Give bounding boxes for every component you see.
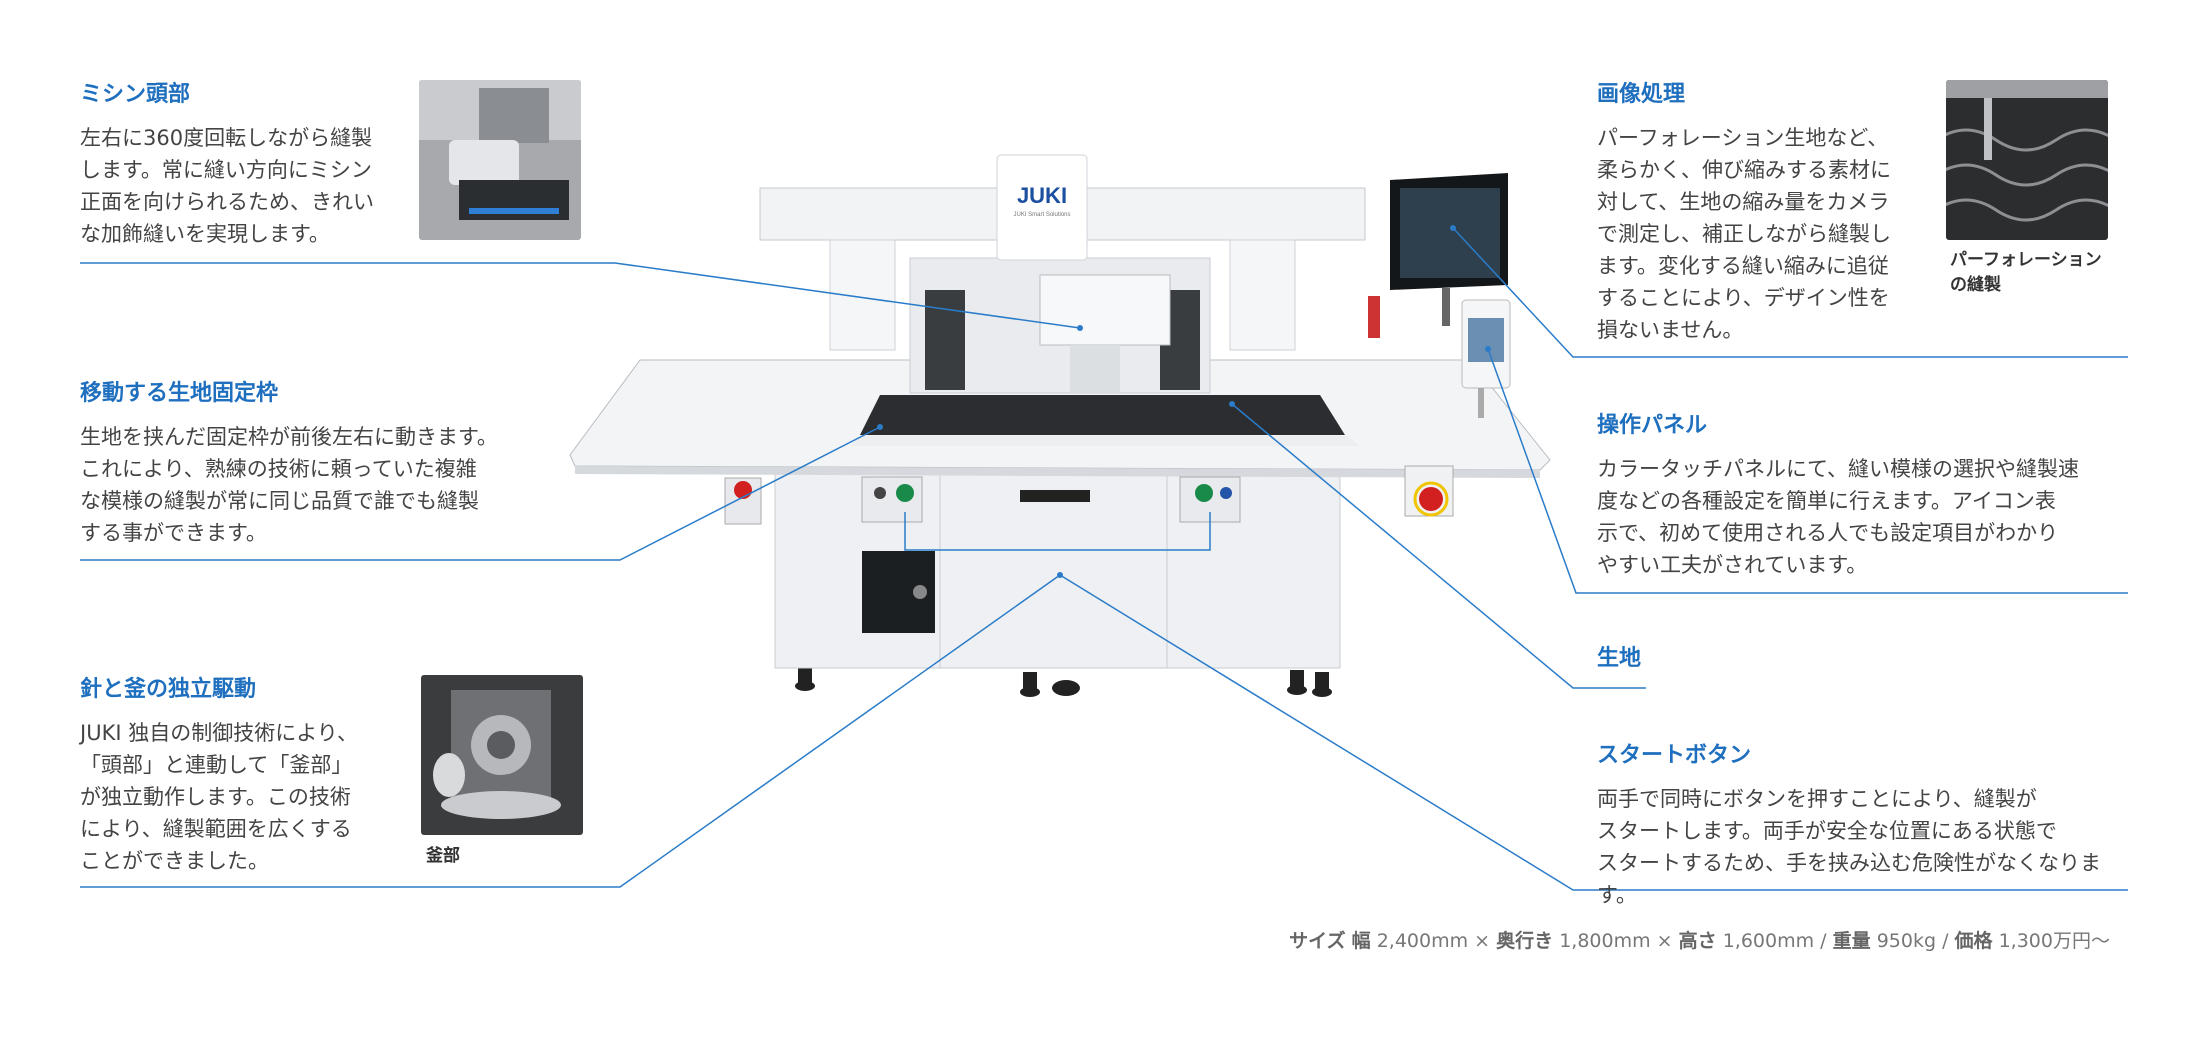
desc-line: やすい工夫がされています。 — [1597, 553, 1868, 577]
machine-feet — [795, 664, 1332, 697]
desc-line: することにより、デザイン性を — [1597, 286, 1890, 310]
callout-line-frame — [80, 426, 881, 561]
feature-drive-title: 針と釜の独立駆動 — [80, 677, 257, 702]
machine-table — [569, 359, 1551, 478]
desc-line: な模様の縫製が常に同じ品質で誰でも縫製 — [80, 489, 479, 513]
machine-cabinet — [774, 454, 1341, 669]
callout-line-head — [80, 262, 1081, 329]
feature-start-title: スタートボタン — [1597, 743, 1752, 768]
caption-line: パーフォレーション — [1950, 250, 2102, 270]
desc-line: な加飾縫いを実現します。 — [80, 222, 330, 246]
desc-line: ことができました。 — [80, 849, 269, 873]
feature-fabric-title: 生地 — [1597, 646, 1642, 671]
spec-width-label: 幅 — [1351, 930, 1371, 952]
spec-size-label: サイズ — [1289, 930, 1346, 952]
feature-head-desc: 左右に360度回転しながら縫製 します。常に縫い方向にミシン 正面を向けられるた… — [80, 122, 410, 250]
spec-depth-value: 1,800mm — [1559, 930, 1651, 952]
desc-line: パーフォレーション生地など、 — [1597, 126, 1889, 150]
feature-frame-desc: 生地を挟んだ固定枠が前後左右に動きます。 これにより、熟練の技術に頼っていた複雑… — [80, 421, 550, 549]
desc-line: 対して、生地の縮み量をカメラ — [1597, 190, 1890, 214]
feature-panel: 操作パネル カラータッチパネルにて、縫い模様の選択や縫製速 度などの各種設定を簡… — [1597, 407, 2117, 581]
feature-panel-desc: カラータッチパネルにて、縫い模様の選択や縫製速 度などの各種設定を簡単に行えます… — [1597, 453, 2117, 581]
spec-times-sign: × — [1474, 930, 1491, 952]
desc-line: スタートするため、手を挟み込む危険性がなくなります。 — [1597, 851, 2101, 907]
callout-line-drive — [80, 574, 1061, 888]
feature-fabric: 生地 — [1597, 640, 1641, 672]
desc-line: 生地を挟んだ固定枠が前後左右に動きます。 — [80, 425, 498, 449]
hook-photo — [421, 675, 583, 835]
callout-line-start-buttons — [904, 512, 1211, 551]
perforation-photo — [1946, 80, 2108, 240]
spec-price-label: 価格 — [1954, 930, 1993, 952]
juki-head-cover: JUKI JUKI Smart Solutions — [996, 154, 1088, 261]
callout-lines — [80, 225, 2128, 891]
head-photo — [419, 80, 581, 240]
desc-line: 示で、初めて使用される人でも設定項目がわかり — [1597, 521, 2059, 545]
feature-image-desc: パーフォレーション生地など、 柔らかく、伸び縮みする素材に 対して、生地の縮み量… — [1597, 122, 1937, 346]
desc-line: 「頭部」と連動して「釜部」 — [80, 753, 353, 777]
desc-line: 左右に360度回転しながら縫製 — [80, 126, 373, 150]
spec-weight-label: 重量 — [1832, 930, 1871, 952]
callout-line-image — [1452, 227, 2128, 358]
juki-logo: JUKI — [1017, 183, 1067, 208]
desc-line: ます。変化する縫い縮みに追従 — [1597, 254, 1889, 278]
feature-head-title: ミシン頭部 — [80, 82, 191, 107]
desc-line: します。常に縫い方向にミシン — [80, 158, 372, 182]
desc-line: 正面を向けられるため、きれい — [80, 190, 374, 214]
caption-line: の縫製 — [1950, 275, 2001, 295]
desc-line: 度などの各種設定を簡単に行えます。アイコン表 — [1597, 489, 2056, 513]
operation-panel — [1461, 299, 1511, 418]
spec-separator: / — [1942, 930, 1949, 952]
desc-line: が独立動作します。この技術 — [80, 785, 351, 809]
feature-drive-desc: JUKI 独自の制御技術により、 「頭部」と連動して「釜部」 が独立動作します。… — [80, 717, 410, 877]
spec-price-value: 1,300万円〜 — [1998, 930, 2110, 952]
perforation-caption: パーフォレーション の縫製 — [1950, 248, 2102, 298]
feature-start-desc: 両手で同時にボタンを押すことにより、縫製が スタートします。両手が安全な位置にあ… — [1597, 783, 2137, 911]
spec-height-label: 高さ — [1678, 930, 1717, 952]
emergency-stops — [724, 465, 1454, 525]
desc-line: で測定し、補正しながら縫製し — [1597, 222, 1891, 246]
desc-line: 両手で同時にボタンを押すことにより、縫製が — [1597, 787, 2037, 811]
spec-times-sign: × — [1656, 930, 1673, 952]
feature-image: 画像処理 パーフォレーション生地など、 柔らかく、伸び縮みする素材に 対して、生… — [1597, 76, 1937, 346]
feature-image-title: 画像処理 — [1597, 82, 1686, 107]
feature-frame-title: 移動する生地固定枠 — [80, 381, 279, 406]
desc-line: する事ができます。 — [80, 521, 267, 545]
desc-line: スタートします。両手が安全な位置にある状態で — [1597, 819, 2057, 843]
desc-line: これにより、熟練の技術に頼っていた複雑 — [80, 457, 477, 481]
desc-line: カラータッチパネルにて、縫い模様の選択や縫製速 — [1597, 457, 2079, 481]
juki-logo-sub: JUKI Smart Solutions — [1013, 212, 1070, 218]
feature-head: ミシン頭部 左右に360度回転しながら縫製 します。常に縫い方向にミシン 正面を… — [80, 76, 410, 250]
desc-line: JUKI 独自の制御技術により、 — [80, 721, 358, 745]
feature-start: スタートボタン 両手で同時にボタンを押すことにより、縫製が スタートします。両手… — [1597, 737, 2137, 911]
feature-drive: 針と釜の独立駆動 JUKI 独自の制御技術により、 「頭部」と連動して「釜部」 … — [80, 671, 410, 877]
spec-width-value: 2,400mm — [1376, 930, 1469, 952]
hook-caption: 釜部 — [426, 846, 460, 866]
red-bottle — [1368, 296, 1380, 338]
spec-weight-value: 950kg — [1876, 930, 1937, 952]
callout-line-panel — [1487, 348, 2128, 594]
desc-line: 損ないません。 — [1597, 318, 1744, 342]
spec-line: サイズ 幅 2,400mm × 奥行き 1,800mm × 高さ 1,600mm… — [1289, 926, 2110, 953]
spec-height-value: 1,600mm — [1722, 930, 1815, 952]
callout-line-fabric — [1231, 403, 1646, 689]
monitor — [1390, 173, 1508, 326]
feature-frame: 移動する生地固定枠 生地を挟んだ固定枠が前後左右に動きます。 これにより、熟練の… — [80, 375, 550, 549]
desc-line: 柔らかく、伸び縮みする素材に — [1597, 158, 1891, 182]
desc-line: により、縫製範囲を広くする — [80, 817, 352, 841]
callout-line-start — [1059, 574, 2128, 891]
spec-separator: / — [1820, 930, 1827, 952]
feature-panel-title: 操作パネル — [1597, 413, 1708, 438]
spec-depth-label: 奥行き — [1496, 930, 1554, 952]
